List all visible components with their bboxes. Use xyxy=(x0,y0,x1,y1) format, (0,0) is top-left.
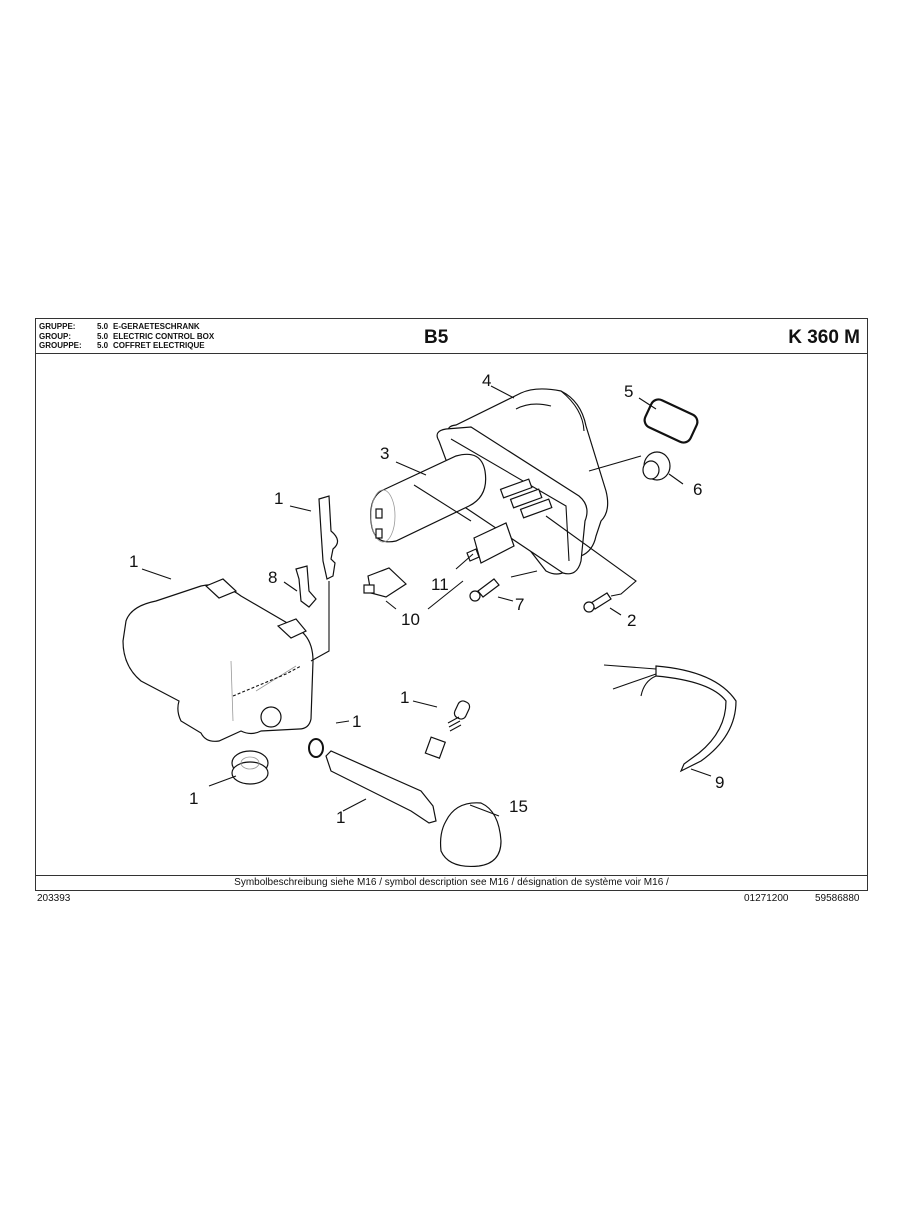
title-block: GRUPPE: 5.0 E-GERAETESCHRANK GROUP: 5.0 … xyxy=(36,319,867,354)
callout-2: 2 xyxy=(627,611,636,630)
callout-3: 3 xyxy=(380,444,389,463)
callout-9: 9 xyxy=(715,773,724,792)
group-label: GROUP: xyxy=(39,331,71,341)
callout-5: 5 xyxy=(624,382,633,401)
group-name: COFFRET ELECTRIQUE xyxy=(113,341,205,350)
callout-15: 15 xyxy=(509,797,528,816)
group-number: 5.0 xyxy=(97,331,109,341)
grommet xyxy=(642,451,671,481)
callout-8: 8 xyxy=(268,568,277,587)
group-label: GRUPPE: xyxy=(39,322,76,331)
date-code: 01271200 xyxy=(744,893,789,904)
screw-2 xyxy=(583,592,612,613)
callout-1-oring: 1 xyxy=(352,712,361,731)
symbol-note-footer: Symbolbeschreibung siehe M16 / symbol de… xyxy=(36,875,867,890)
group-name: E-GERAETESCHRANK xyxy=(113,322,200,331)
group-row-en: GROUP: 5.0 ELECTRIC CONTROL BOX xyxy=(39,332,214,342)
callout-1-plug: 1 xyxy=(189,789,198,808)
valve-stem xyxy=(325,750,437,824)
callout-1-stem: 1 xyxy=(336,808,345,827)
sheet-code: B5 xyxy=(424,327,449,348)
screw-7 xyxy=(469,578,500,602)
cable-harness xyxy=(603,664,737,773)
valve-housing xyxy=(122,578,314,742)
callout-1-pin: 1 xyxy=(274,489,283,508)
callout-10: 10 xyxy=(401,610,420,629)
o-ring xyxy=(308,738,324,758)
callout-6: 6 xyxy=(693,480,702,499)
group-row-de: GRUPPE: 5.0 E-GERAETESCHRANK xyxy=(39,322,214,332)
group-number: 5.0 xyxy=(97,322,109,331)
callout-1-spring-kit: 1 xyxy=(400,688,409,707)
callout-7: 7 xyxy=(515,595,524,614)
exploded-parts-diagram: 4 5 3 6 1 1 8 11 7 2 10 1 1 9 1 1 15 xyxy=(36,354,867,876)
knob xyxy=(439,802,502,868)
diagram-svg: 4 5 3 6 1 1 8 11 7 2 10 1 1 9 1 1 15 xyxy=(122,371,737,868)
switch xyxy=(363,567,407,598)
callout-11: 11 xyxy=(431,575,449,594)
control-box-housing xyxy=(436,388,609,575)
callout-4: 4 xyxy=(482,371,491,390)
callout-1-housing: 1 xyxy=(129,552,138,571)
group-row-fr: GROUPPE: 5.0 COFFRET ELECTRIQUE xyxy=(39,341,214,351)
drawing-sheet-frame: GRUPPE: 5.0 E-GERAETESCHRANK GROUP: 5.0 … xyxy=(35,318,868,891)
group-name: ELECTRIC CONTROL BOX xyxy=(113,331,215,341)
group-info: GRUPPE: 5.0 E-GERAETESCHRANK GROUP: 5.0 … xyxy=(39,322,214,351)
group-number: 5.0 xyxy=(97,341,109,350)
capacitor xyxy=(370,453,487,543)
part-number: 59586880 xyxy=(815,893,860,904)
group-label: GROUPPE: xyxy=(39,341,82,350)
actuator-pin xyxy=(318,495,339,580)
gasket xyxy=(643,398,699,444)
document-number: 203393 xyxy=(37,893,71,904)
model-name: K 360 M xyxy=(788,327,860,348)
relay xyxy=(466,522,515,564)
spring-kit xyxy=(424,700,471,759)
lever xyxy=(295,565,317,608)
drain-plug xyxy=(231,750,269,785)
